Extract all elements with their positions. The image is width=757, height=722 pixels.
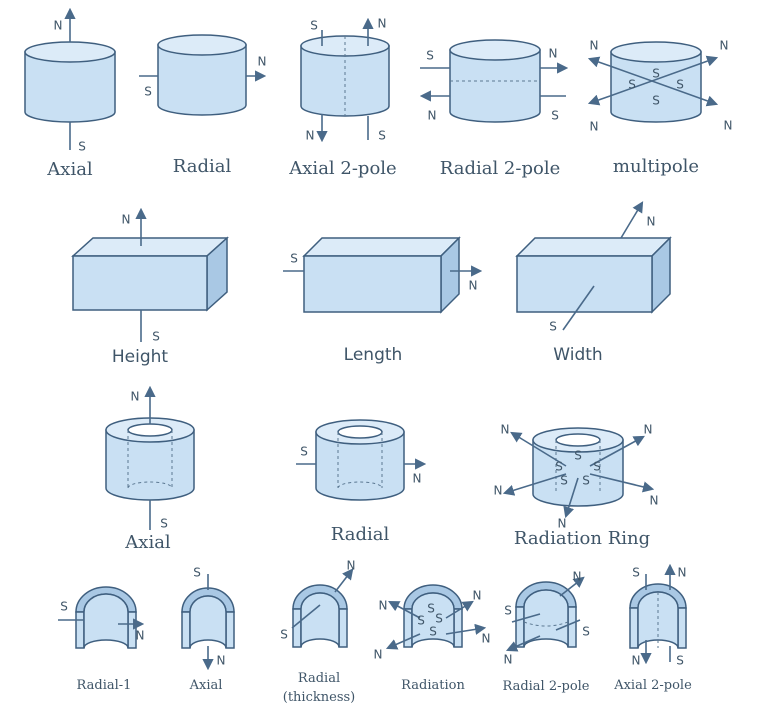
pole-n: N	[504, 653, 513, 667]
cylinder-axial-2pole: S N N S Axial 2-pole	[288, 17, 396, 180]
arc-radial-1: S N Radial-1	[58, 586, 145, 693]
caption-arc-radial-2pole: Radial 2-pole	[502, 679, 589, 694]
caption-cylinder-axial: Axial	[46, 159, 93, 180]
caption-ring-radiation: Radiation Ring	[514, 528, 650, 549]
pole-n: N	[413, 472, 422, 486]
ring-radial: S N Radial	[296, 419, 427, 545]
pole-n: N	[374, 648, 383, 662]
pole-s: S	[300, 445, 308, 459]
pole-n: N	[482, 632, 491, 646]
pole-n: N	[347, 559, 356, 573]
pole-s: S	[144, 85, 152, 99]
pole-n: N	[379, 599, 388, 613]
pole-s: S	[551, 109, 559, 123]
pole-s: S	[378, 129, 386, 143]
pole-n: N	[473, 589, 482, 603]
pole-n: N	[678, 566, 687, 580]
block-height: N S Height	[71, 207, 229, 367]
arc-radiation: N N N N S S S S Radiation	[374, 584, 491, 693]
pole-s: S	[628, 78, 636, 92]
caption-arc-radial-1: Radial-1	[77, 678, 132, 693]
pole-n: N	[131, 390, 140, 404]
pole-s: S	[560, 474, 568, 488]
pole-n: N	[549, 47, 558, 61]
pole-s: S	[60, 600, 68, 614]
caption-arc-axial-2pole: Axial 2-pole	[613, 678, 692, 693]
pole-s: S	[574, 449, 582, 463]
pole-s: S	[290, 252, 298, 266]
pole-s: S	[582, 625, 590, 639]
pole-s: S	[160, 517, 168, 531]
pole-n: N	[644, 423, 653, 437]
caption-arc-radial-thickness-2: (thickness)	[283, 690, 355, 705]
caption-block-height: Height	[112, 347, 169, 367]
pole-n: N	[632, 654, 641, 668]
pole-s: S	[676, 654, 684, 668]
cylinder-radial: S N Radial	[139, 34, 267, 177]
pole-s: S	[593, 460, 601, 474]
caption-arc-axial: Axial	[189, 678, 223, 693]
pole-n: N	[136, 629, 145, 643]
pole-s: S	[582, 474, 590, 488]
ring-radiation: N N N N N S S S S S Radiation Ring	[494, 423, 659, 550]
pole-s: S	[78, 140, 86, 154]
pole-n: N	[558, 517, 567, 531]
pole-s: S	[435, 612, 443, 626]
caption-cylinder-axial-2pole: Axial 2-pole	[288, 158, 396, 179]
pole-s: S	[555, 460, 563, 474]
pole-n: N	[122, 213, 131, 227]
pole-n: N	[720, 39, 729, 53]
cylinder-radial-2pole: S N N S Radial 2-pole	[419, 39, 569, 179]
pole-s: S	[676, 78, 684, 92]
pole-n: N	[590, 39, 599, 53]
pole-n: N	[469, 279, 478, 293]
pole-n: N	[590, 120, 599, 134]
caption-ring-axial: Axial	[124, 532, 171, 553]
pole-s: S	[652, 67, 660, 81]
caption-cylinder-radial-2pole: Radial 2-pole	[440, 158, 561, 179]
caption-block-width: Width	[553, 345, 602, 365]
arc-radial-thickness: S N Radial (thickness)	[280, 559, 355, 706]
pole-s: S	[632, 566, 640, 580]
pole-n: N	[724, 119, 733, 133]
pole-s: S	[429, 625, 437, 639]
pole-n: N	[501, 423, 510, 437]
pole-n: N	[217, 654, 226, 668]
arc-radial-2pole: S N N S Radial 2-pole	[502, 570, 589, 695]
cylinder-multipole: N N N N S S S S multipole	[587, 39, 733, 177]
pole-s: S	[427, 602, 435, 616]
caption-arc-radial-thickness-1: Radial	[298, 671, 340, 686]
pole-s: S	[652, 94, 660, 108]
caption-cylinder-multipole: multipole	[613, 156, 699, 177]
pole-s: S	[193, 566, 201, 580]
caption-arc-radiation: Radiation	[401, 678, 465, 693]
arc-axial: S N Axial	[181, 566, 235, 693]
caption-ring-radial: Radial	[331, 524, 390, 545]
cylinder-axial: N S Axial	[24, 7, 116, 180]
caption-cylinder-radial: Radial	[173, 156, 232, 177]
pole-s: S	[426, 49, 434, 63]
pole-n: N	[573, 570, 582, 584]
block-length: S N Length	[283, 236, 483, 365]
pole-n: N	[306, 129, 315, 143]
arc-axial-2pole: S N N S Axial 2-pole	[613, 563, 692, 693]
pole-s: S	[549, 320, 557, 334]
pole-n: N	[647, 215, 656, 229]
pole-n: N	[258, 55, 267, 69]
ring-axial: N S Axial	[105, 385, 195, 553]
block-width: N S Width	[515, 201, 672, 365]
caption-block-length: Length	[344, 345, 403, 365]
pole-s: S	[310, 19, 318, 33]
pole-n: N	[428, 109, 437, 123]
pole-s: S	[152, 330, 160, 344]
pole-n: N	[650, 494, 659, 508]
pole-s: S	[504, 604, 512, 618]
pole-s: S	[280, 628, 288, 642]
pole-n: N	[494, 484, 503, 498]
pole-n: N	[54, 19, 63, 33]
pole-s: S	[417, 614, 425, 628]
pole-n: N	[378, 17, 387, 31]
